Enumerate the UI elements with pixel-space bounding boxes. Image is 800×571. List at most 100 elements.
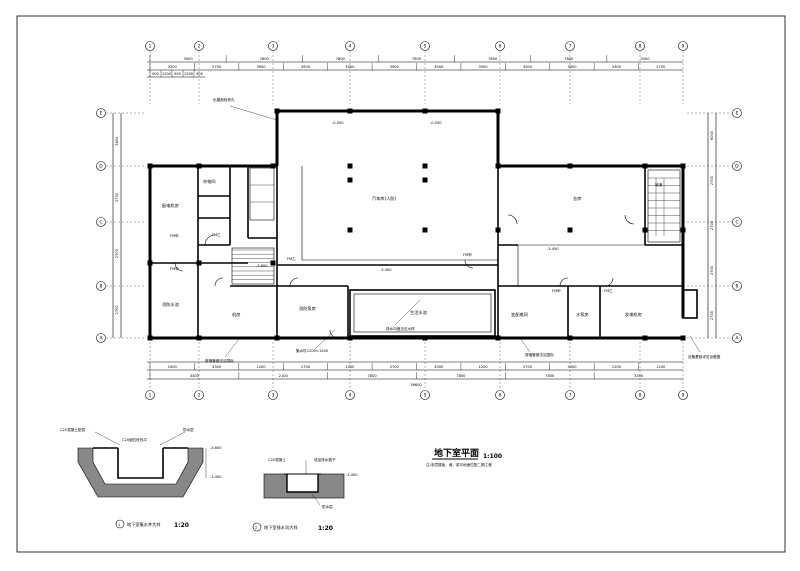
dim-top-2-11: 2700	[656, 65, 666, 69]
column-23	[495, 335, 501, 341]
axis-bubble-top-9	[678, 41, 688, 51]
door-tag-4: FM甲	[463, 252, 472, 257]
dim-bot-2-3: 7800	[456, 374, 466, 378]
axis-label-right-D: D	[735, 164, 739, 170]
room-labels: 配电机房 杂物间 机房 消防泵房 生活水池 汽车库(人防) 仓库 变配电间 水泵…	[162, 178, 642, 318]
axis-label-bottom-9: 9	[682, 393, 685, 399]
axis-bubble-right-C	[732, 217, 742, 227]
dim-top-2-8: 3900	[523, 65, 533, 69]
dim-bot-1-11: 1200	[656, 365, 666, 369]
column-1	[196, 163, 202, 169]
room-label-big-hall: 汽车库(人防)	[372, 195, 397, 202]
detail2-label-a: C20混凝土	[268, 457, 286, 462]
detail1-elev-1: -3.600	[210, 446, 222, 450]
detail-drain-trench: C20混凝土 成品排水篦子 防水层 -3.450 2 地下室排水沟大样 1:20	[252, 457, 358, 532]
detail1-elev-2: -3.450	[210, 475, 222, 479]
axis-bubble-top-5	[420, 41, 430, 51]
axis-label-bottom-2: 2	[198, 393, 201, 399]
callout-3: 排水沟做法见大样	[386, 326, 415, 331]
column-21	[347, 335, 353, 341]
dim-top-3-2: 900	[174, 72, 182, 76]
axis-bubble-bottom-4	[345, 390, 355, 400]
axis-bubble-top-3	[268, 41, 278, 51]
dim-bot-1-6: 3300	[434, 365, 444, 369]
callout-4: 穿墙管做法见国标	[525, 352, 554, 357]
axis-label-top-1: 1	[149, 44, 152, 50]
dim-bot-2-5: 3300	[634, 374, 644, 378]
axis-bubble-right-E	[732, 108, 742, 118]
dim-bot-1-7: 1200	[479, 365, 489, 369]
detail2-scale: 1:20	[318, 525, 333, 532]
room-label-elec: 变配电间	[511, 311, 528, 318]
elev-b: -3.450	[547, 247, 559, 251]
detail2-num: 2	[255, 526, 257, 530]
drawing-title-block: 地下室平面 1:100 注:本层楼板、墙、梁与地面匹配二期工程	[426, 447, 502, 467]
column-5	[495, 163, 501, 169]
detail1-num: 1	[118, 523, 120, 527]
axis-label-bottom-8: 8	[639, 393, 642, 399]
main-scale: 1:100	[483, 453, 502, 460]
column-16	[642, 227, 648, 233]
column-2	[270, 163, 276, 169]
dim-left-3: 2700	[115, 305, 119, 315]
axis-bubble-right-D	[732, 161, 742, 171]
axis-label-right-B: B	[735, 284, 738, 290]
column-25	[642, 335, 648, 341]
room-label-store1: 杂物间	[203, 178, 216, 185]
axis-bubble-top-4	[345, 41, 355, 51]
axis-bubble-top-2	[194, 41, 204, 51]
callout-6: 穿墙管做法见国标	[205, 358, 234, 363]
dim-top-3-0: 900	[152, 72, 160, 76]
room-label-water-tank: 生活水池	[410, 309, 428, 316]
column-15	[567, 227, 573, 233]
room-label-fire-pump: 消防泵房	[299, 305, 316, 312]
door-tag-1: FM甲	[170, 233, 179, 238]
dim-top-3-1: 1200	[162, 72, 172, 76]
axis-bubble-top-1	[145, 41, 155, 51]
door-tag-2: FM甲	[170, 266, 179, 271]
dim-top-3-4: 900	[196, 72, 204, 76]
elev-top-left: -0.050	[332, 121, 344, 125]
detail2-label-c: 防水层	[322, 504, 333, 509]
detail2-title: 地下室排水沟大样	[264, 524, 298, 531]
axis-label-top-3: 3	[272, 44, 275, 50]
axis-bubble-right-A	[732, 333, 742, 343]
main-title: 地下室平面	[434, 447, 479, 459]
column-19	[196, 335, 202, 341]
axis-bubble-top-7	[565, 41, 575, 51]
dim-top-2-0: 3300	[168, 65, 178, 69]
dim-bot-1-9: 3300	[567, 365, 577, 369]
column-4	[422, 163, 428, 169]
callout-5: 设备基础详见设备图	[688, 354, 721, 359]
detail2-label-b: 成品排水篦子	[314, 457, 336, 462]
axis-label-left-B: B	[99, 284, 102, 290]
dim-right-1: 2700	[710, 175, 714, 185]
axis-label-bottom-5: 5	[424, 393, 427, 399]
door-tag-3: FM乙	[287, 256, 296, 261]
stair-steps	[232, 177, 680, 280]
column-11	[270, 260, 276, 266]
axis-label-bottom-7: 7	[569, 393, 572, 399]
column-7	[642, 163, 648, 169]
axis-bubble-bottom-3	[268, 390, 278, 400]
axis-label-bottom-4: 4	[349, 393, 352, 399]
column-9	[147, 260, 153, 266]
column-12	[347, 227, 353, 233]
axis-label-top-2: 2	[198, 44, 201, 50]
column-13	[422, 227, 428, 233]
dim-top-2-1: 2700	[212, 65, 222, 69]
dim-bot-1-8: 2700	[523, 365, 533, 369]
dim-top-2-4: 3900	[345, 65, 355, 69]
dim-bot-2-2: 7800	[368, 374, 378, 378]
dim-bot-1-10: 1200	[612, 365, 622, 369]
axis-label-top-8: 8	[639, 44, 642, 50]
dim-top-1-3: 7800	[412, 57, 422, 61]
dim-bot-1-1: 3300	[212, 365, 222, 369]
room-label-fire-tank: 消防水池	[162, 301, 180, 308]
dim-left-0: 3600	[115, 136, 119, 146]
column-32	[422, 177, 428, 183]
axis-bubble-bottom-7	[565, 390, 575, 400]
